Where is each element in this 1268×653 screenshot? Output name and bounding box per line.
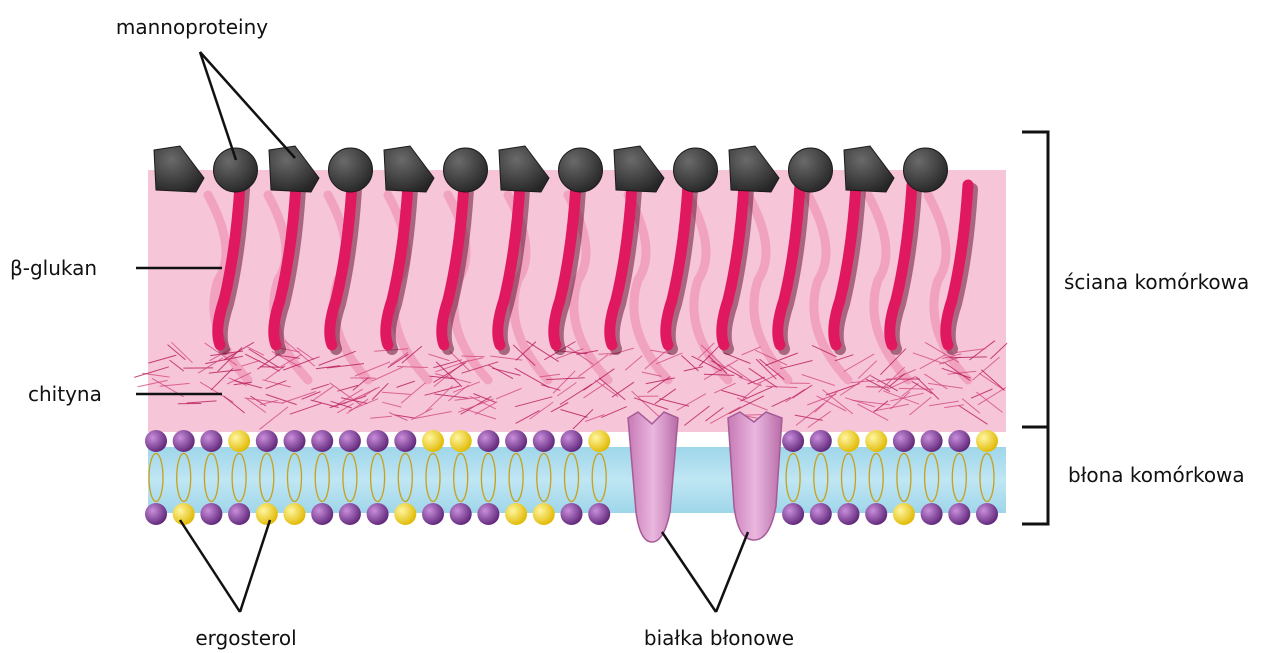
leader-ergosterol-b (240, 520, 270, 612)
phospholipid-head (145, 503, 167, 525)
phospholipid-head (782, 503, 804, 525)
ergosterol-molecule (394, 503, 416, 525)
phospholipid-head (893, 430, 915, 452)
phospholipid-head (865, 503, 887, 525)
phospholipid-head (367, 503, 389, 525)
mannoprotein-round (444, 148, 488, 192)
ergosterol-molecule (284, 503, 306, 525)
leader-ergosterol-a (180, 520, 240, 612)
phospholipid-head (588, 503, 610, 525)
bracket-cell-wall (1022, 132, 1048, 427)
mannoprotein-angular (269, 146, 319, 192)
ergosterol-molecule (976, 430, 998, 452)
phospholipid-head (145, 430, 167, 452)
phospholipid-head (394, 430, 416, 452)
phospholipid-head (173, 430, 195, 452)
label-chitin: chityna (28, 382, 102, 406)
ergosterol-molecule (865, 430, 887, 452)
label-ergosterol: ergosterol (195, 626, 296, 650)
mannoprotein-angular (499, 146, 549, 192)
phospholipid-head (921, 430, 943, 452)
phospholipid-head (450, 503, 472, 525)
ergosterol-molecule (256, 503, 278, 525)
phospholipid-head (948, 503, 970, 525)
phospholipid-head (921, 503, 943, 525)
mannoprotein-round (904, 148, 948, 192)
phospholipid-head (838, 503, 860, 525)
phospholipid-head (311, 503, 333, 525)
label-cell-wall: ściana komórkowa (1064, 270, 1249, 294)
mannoprotein-angular (154, 146, 204, 192)
mannoprotein-round (674, 148, 718, 192)
mannoprotein-angular (614, 146, 664, 192)
phospholipid-head (505, 430, 527, 452)
label-glucan: β-glukan (10, 256, 97, 280)
brackets (1022, 132, 1048, 524)
label-cell-membrane: błona komórkowa (1068, 463, 1245, 487)
phospholipid-head (256, 430, 278, 452)
phospholipid-head (561, 503, 583, 525)
label-mannoproteins: mannoproteiny (116, 15, 268, 39)
phospholipid-head (200, 430, 222, 452)
label-membrane-proteins: białka błonowe (644, 626, 794, 650)
ergosterol-molecule (173, 503, 195, 525)
chitin-fiber (462, 356, 485, 357)
ergosterol-molecule (838, 430, 860, 452)
chitin-fiber (866, 387, 888, 388)
phospholipid-head (533, 430, 555, 452)
phospholipid-head (810, 430, 832, 452)
mannoprotein-round (789, 148, 833, 192)
chitin-fiber (743, 415, 763, 416)
phospholipid-head (284, 430, 306, 452)
phospholipid-head (477, 503, 499, 525)
membrane-protein-2 (728, 412, 782, 540)
mannoprotein-angular (844, 146, 894, 192)
phospholipid-head (367, 430, 389, 452)
ergosterol-molecule (505, 503, 527, 525)
phospholipid-head (948, 430, 970, 452)
phospholipid-head (200, 503, 222, 525)
ergosterol-molecule (228, 430, 250, 452)
ergosterol-molecule (422, 430, 444, 452)
phospholipid-head (339, 430, 361, 452)
ergosterol-molecule (893, 503, 915, 525)
phospholipid-head (782, 430, 804, 452)
mannoprotein-round (329, 148, 373, 192)
leader-mannoproteins-b (200, 52, 295, 158)
phospholipid-head (810, 503, 832, 525)
phospholipid-head (311, 430, 333, 452)
mannoprotein-round (559, 148, 603, 192)
leader-protein-a (662, 532, 716, 612)
mannoprotein-angular (729, 146, 779, 192)
phospholipid-head (228, 503, 250, 525)
ergosterol-molecule (450, 430, 472, 452)
mannoprotein-angular (384, 146, 434, 192)
ergosterol-molecule (533, 503, 555, 525)
leader-mannoproteins-a (200, 52, 236, 160)
membrane-protein-1 (628, 412, 678, 542)
leader-protein-b (716, 532, 748, 612)
phospholipid-head (422, 503, 444, 525)
phospholipid-head (339, 503, 361, 525)
phospholipid-head (561, 430, 583, 452)
phospholipid-head (976, 503, 998, 525)
cell-membrane-bilayer (145, 430, 1006, 525)
phospholipid-head (477, 430, 499, 452)
bracket-cell-membrane (1022, 427, 1048, 524)
ergosterol-molecule (588, 430, 610, 452)
